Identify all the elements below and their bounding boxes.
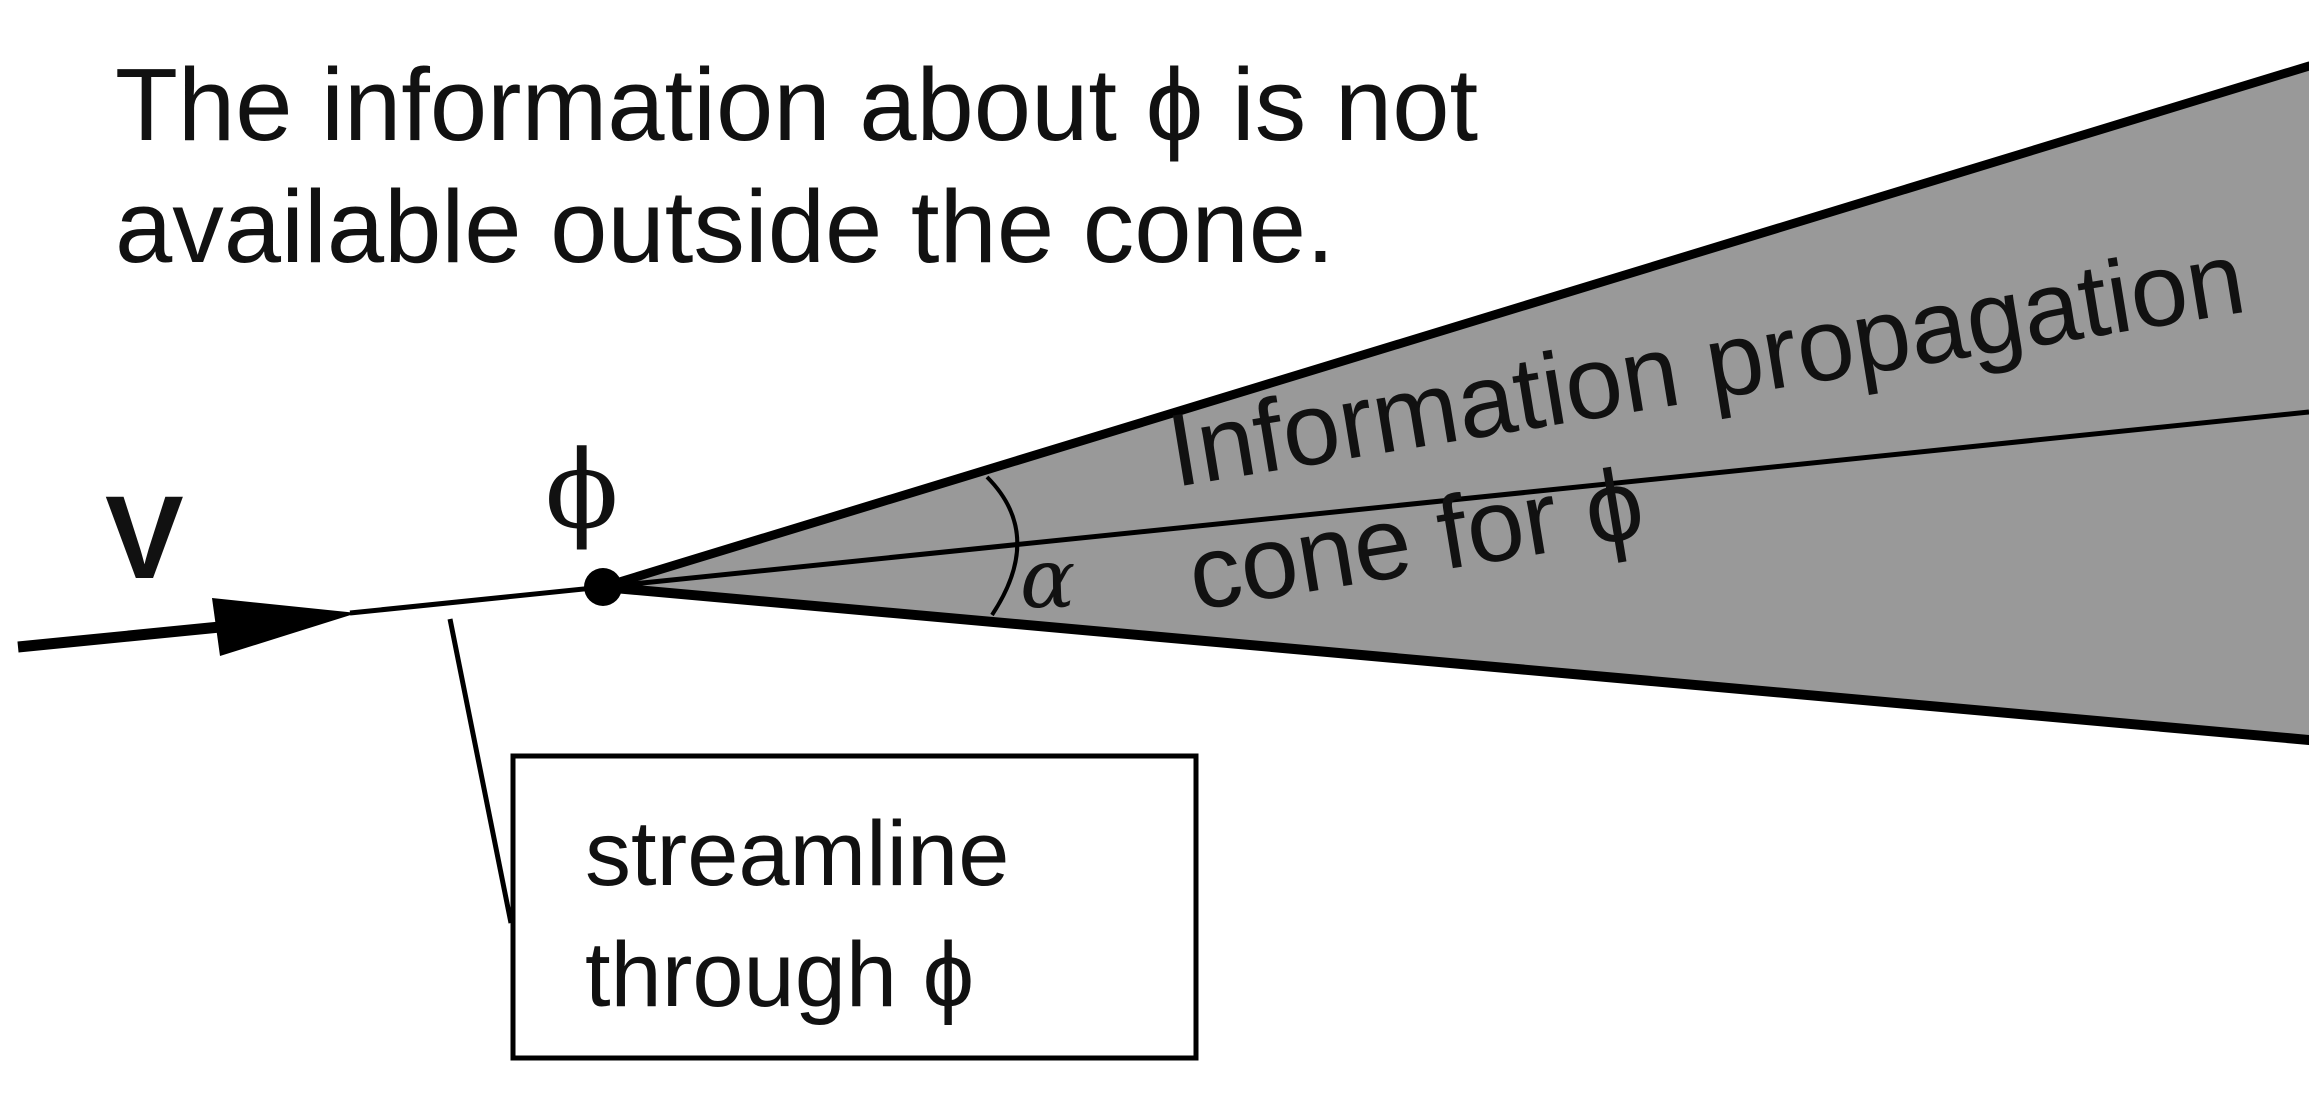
heading-line-1: The information about ϕ is not xyxy=(115,47,1478,162)
streamline xyxy=(349,409,2309,616)
heading: The information about ϕ is not available… xyxy=(115,47,1478,284)
velocity-label: V xyxy=(105,472,184,604)
heading-line-2: available outside the cone. xyxy=(115,169,1335,284)
cone-lower-boundary xyxy=(598,582,2309,745)
cone-upper-boundary xyxy=(598,61,2309,592)
velocity-arrowhead xyxy=(212,598,357,656)
point-phi-dot xyxy=(584,568,622,606)
callout-line-1: streamline xyxy=(585,803,1009,905)
point-phi-label: ϕ xyxy=(545,428,619,553)
propagation-cone xyxy=(603,66,2309,740)
velocity-arrow-shaft xyxy=(17,621,221,653)
angle-alpha-label: α xyxy=(1020,532,1075,627)
callout-line-2: through ϕ xyxy=(585,924,974,1026)
angle-arc xyxy=(985,475,1020,617)
callout-leader xyxy=(447,618,514,924)
callout-box xyxy=(510,753,1199,1061)
callout-text: streamline through ϕ xyxy=(585,803,1009,1026)
